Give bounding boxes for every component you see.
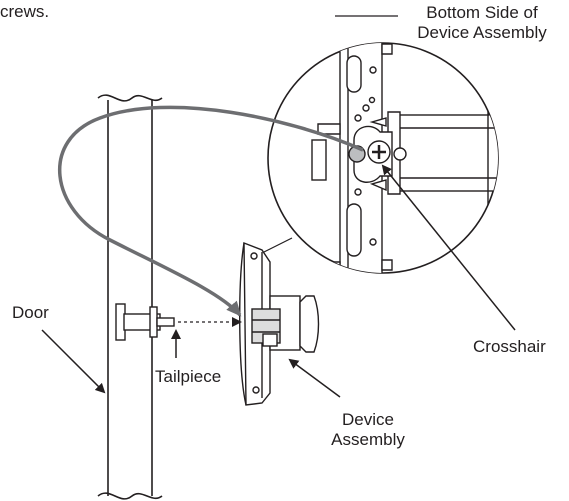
bottom-side-label: Bottom Side of Device Assembly xyxy=(395,3,569,43)
device-assembly-arrow xyxy=(288,358,341,398)
caption-fragment: crews. xyxy=(0,2,50,21)
bottom-side-label-line1: Bottom Side of xyxy=(426,3,538,22)
door xyxy=(97,94,163,500)
tailpiece-label: Tailpiece xyxy=(155,367,222,386)
crosshair-leader-line xyxy=(381,164,516,331)
tailpiece xyxy=(156,317,175,327)
device-assembly-label-line2: Assembly xyxy=(331,430,405,449)
connection-curved-arrow xyxy=(57,105,364,317)
door-latch xyxy=(115,303,161,341)
device-assembly xyxy=(239,241,320,406)
device-assembly-label: Device Assembly xyxy=(318,410,418,450)
door-arrow xyxy=(41,329,106,394)
door-label: Door xyxy=(12,303,49,322)
crosshair-label: Crosshair xyxy=(473,337,546,356)
device-assembly-label-line1: Device xyxy=(342,410,394,429)
zoom-inset xyxy=(267,42,499,274)
zoom-connector-line xyxy=(263,237,293,253)
bottom-side-label-line2: Device Assembly xyxy=(417,23,547,42)
